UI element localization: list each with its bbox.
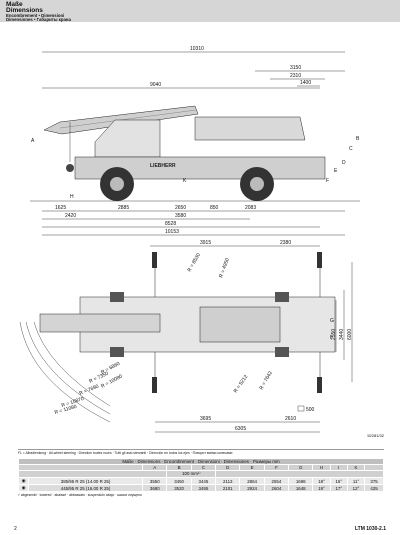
top-view: 3915 2380 R = 8530 R = 4950 R = 6860 R =… [19, 240, 353, 433]
cell: 2113 [215, 477, 241, 485]
dim-tv-bot-1: 2610 [285, 416, 296, 422]
title-en: Dimensions [6, 7, 43, 14]
cell: 3680 [142, 484, 168, 492]
page-header: Maße Dimensions Encombrement • Dimension… [0, 0, 400, 22]
cell: 19° [312, 484, 331, 492]
label-F: F [326, 178, 329, 184]
box-label: 500 [306, 407, 315, 413]
dim-tv-right-0: 2550 [331, 329, 337, 340]
dim-bot-5: 2420 [65, 213, 76, 219]
label-G: G [330, 318, 334, 324]
table-row: ◉ 445/95 R 25 (16.00 R 25) 3680 3520 349… [18, 484, 384, 492]
page-number: 2 [14, 526, 17, 532]
steering-legend: FL = Allradlenkung · All-wheel steering … [18, 449, 384, 455]
cell: 3520 [166, 484, 192, 492]
model-name: LTM 1030-2.1 [354, 526, 386, 532]
label-E: E [334, 168, 338, 174]
table-sub-blank [215, 470, 384, 478]
cell: 11° [346, 477, 366, 485]
dim-bot-1: 2885 [118, 205, 129, 211]
cell: 2864 [239, 477, 265, 485]
cell: 16° [329, 477, 348, 485]
dim-bot-0: 1625 [55, 205, 66, 211]
dim-bot-6: 3580 [175, 213, 186, 219]
table-sub-blank [17, 470, 168, 478]
label-B: B [356, 136, 360, 142]
cell: 3550 [142, 477, 168, 485]
dim-bot-7: 8528 [165, 221, 176, 227]
dim-bot-3: 850 [210, 205, 219, 211]
radius-0: R = 8530 [187, 252, 203, 273]
cell: 2924 [239, 484, 265, 492]
label-C: C [349, 146, 353, 152]
cell: 3495 [190, 484, 217, 492]
label-H: H [70, 194, 74, 200]
tire-icon: ◉ [18, 484, 29, 492]
label-I: I [330, 335, 331, 341]
cell: 12° [346, 484, 366, 492]
title-de: Maße [6, 1, 23, 8]
cell: 18° [312, 477, 331, 485]
dim-tv-bot-0: 3695 [200, 416, 211, 422]
table-row: ◉ 385/95 R 25 (14.00 R 25) 3550 3450 344… [18, 477, 384, 485]
tire-size: 385/95 R 25 (14.00 R 25) [27, 477, 144, 485]
cell: 2101 [215, 484, 241, 492]
cell: 425 [364, 484, 384, 492]
dimension-drawing: 10310 3150 2310 1400 9040 LIEBHERR A B C… [19, 46, 360, 433]
radius-9: R = 7642 [259, 370, 275, 391]
dim-top-1: 3150 [290, 65, 301, 71]
cell: 3450 [166, 477, 192, 485]
label-D: D [342, 160, 346, 166]
dim-tv-top-0: 3915 [200, 240, 211, 246]
dim-tv-top-1: 2380 [280, 240, 291, 246]
side-view: 10310 3150 2310 1400 9040 LIEBHERR A B C… [30, 46, 360, 236]
cell: 1698 [288, 477, 314, 485]
radius-5: R = 7690 [79, 384, 100, 397]
drawing-ref-code: 52281/32 [367, 433, 384, 438]
cell: 2604 [263, 484, 290, 492]
dim-tv-bot-2: 6305 [235, 426, 246, 432]
tire-size: 445/95 R 25 (16.00 R 25) [27, 484, 144, 492]
brand-label: LIEBHERR [150, 163, 176, 169]
table-subhead: 100 mm¹⁾ [166, 470, 217, 478]
label-K: K [183, 178, 187, 184]
dim-tv-right-1: 3440 [339, 329, 345, 340]
dimensions-table: Maße · Dimensions · Encombrement · Dimen… [17, 458, 384, 497]
dim-top-0: 10310 [190, 46, 204, 52]
cell: 3445 [190, 477, 217, 485]
subtitle-es-ru: Dimensiones • Габариты крана [6, 17, 71, 22]
dim-top-4: 9040 [150, 82, 161, 88]
table-note: ¹⁾ abgesenkt · lowered · abaissé · abbas… [18, 493, 142, 497]
dim-top-3: 1400 [300, 80, 311, 86]
radius-8: R = 5212 [233, 374, 250, 394]
subtitle-fr-it: Encombrement • Dimensioni [6, 13, 65, 18]
cell: 1648 [288, 484, 314, 492]
cell: 375 [364, 477, 384, 485]
label-A: A [31, 138, 35, 144]
dim-bot-4: 2083 [245, 205, 256, 211]
dim-bot-8: 10153 [165, 229, 179, 235]
radius-1: R = 4950 [218, 257, 231, 278]
tire-icon: ◉ [18, 477, 29, 485]
cell: 17° [329, 484, 348, 492]
dim-bot-2: 2650 [175, 205, 186, 211]
dim-tv-right-2: 6000 [347, 329, 353, 340]
cell: 2554 [263, 477, 290, 485]
dim-top-2: 2310 [290, 73, 301, 79]
